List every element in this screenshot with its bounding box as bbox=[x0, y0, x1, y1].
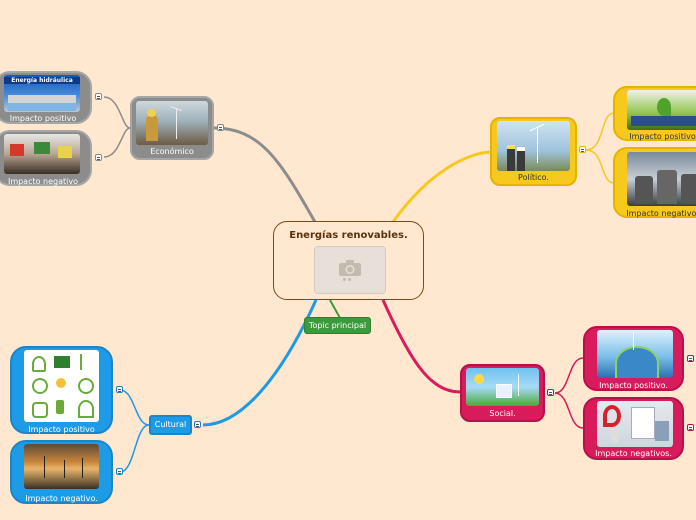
politico-label: Político. bbox=[518, 173, 549, 182]
cultural-impacto-positivo-label: Impacto positivo bbox=[28, 425, 95, 434]
politico-node[interactable]: Político. bbox=[490, 117, 577, 186]
economico-image bbox=[136, 101, 208, 145]
cultural-label: Cultural bbox=[154, 420, 187, 429]
power-plant-image bbox=[627, 152, 696, 206]
economico-impacto-positivo[interactable]: Energía hidráulica Impacto positivo bbox=[0, 71, 92, 124]
connector-social bbox=[381, 299, 461, 394]
connector-cultural bbox=[202, 299, 318, 427]
topic-principal-node[interactable]: Topic principal bbox=[304, 317, 371, 334]
politico-impacto-positivo[interactable]: Impacto positivo bbox=[613, 86, 696, 141]
collapse-icon[interactable] bbox=[217, 124, 224, 131]
wind-farm-image bbox=[24, 444, 99, 489]
social-label: Social. bbox=[489, 409, 516, 418]
politico-image bbox=[497, 121, 570, 171]
topic-principal-label: Topic principal bbox=[308, 321, 367, 330]
social-impacto-positivo-label: Impacto positivo. bbox=[599, 381, 668, 390]
impacto-positivo-label: Impacto positivo bbox=[9, 114, 77, 123]
connector-politico bbox=[391, 150, 493, 223]
globe-image bbox=[597, 330, 673, 378]
social-impacto-negativo-label: Impacto negativos. bbox=[595, 449, 672, 458]
cultural-impacto-positivo[interactable]: Impacto positivo bbox=[10, 346, 113, 434]
social-node[interactable]: Social. bbox=[460, 364, 545, 422]
hydro-image: Energía hidráulica bbox=[4, 75, 80, 112]
image-placeholder[interactable] bbox=[314, 246, 386, 294]
impacto-negativo-label: Impacto negativo bbox=[7, 177, 79, 186]
collapse-icon[interactable] bbox=[194, 421, 201, 428]
politico-impacto-negativo[interactable]: Impacto negativo. bbox=[613, 147, 696, 218]
cultural-node[interactable]: Cultural bbox=[149, 415, 192, 435]
collapse-icon[interactable] bbox=[116, 468, 123, 475]
eco-icons-image bbox=[24, 350, 99, 422]
collapse-icon[interactable] bbox=[579, 146, 586, 153]
collapse-icon[interactable] bbox=[687, 424, 694, 431]
cultural-impacto-negativo-label: Impacto negativo. bbox=[25, 494, 98, 503]
collapse-icon[interactable] bbox=[95, 154, 102, 161]
cultural-impacto-negativo[interactable]: Impacto negativo. bbox=[10, 440, 113, 504]
question-image bbox=[597, 401, 673, 447]
social-image bbox=[466, 368, 539, 406]
economico-impacto-negativo[interactable]: Impacto negativo bbox=[0, 130, 92, 186]
collapse-icon[interactable] bbox=[547, 389, 554, 396]
collapse-icon[interactable] bbox=[95, 93, 102, 100]
camera-icon bbox=[339, 260, 361, 276]
economico-node[interactable]: Económico bbox=[130, 96, 214, 160]
plant-image bbox=[627, 90, 696, 130]
collapse-icon[interactable] bbox=[687, 355, 694, 362]
social-impacto-negativo[interactable]: Impacto negativos. bbox=[583, 397, 684, 460]
central-title: Energías renovables. bbox=[289, 230, 408, 241]
central-node[interactable]: Energías renovables. bbox=[273, 221, 424, 300]
social-impacto-positivo[interactable]: Impacto positivo. bbox=[583, 326, 684, 391]
collapse-icon[interactable] bbox=[116, 386, 123, 393]
connector-economico bbox=[213, 126, 317, 223]
politico-impacto-negativo-label: Impacto negativo. bbox=[626, 209, 696, 218]
economico-label: Económico bbox=[150, 147, 194, 156]
politico-impacto-positivo-label: Impacto positivo bbox=[629, 132, 696, 141]
connector-topic bbox=[329, 299, 341, 319]
hydro-image-caption: Energía hidráulica bbox=[4, 77, 80, 84]
protest-image bbox=[4, 134, 80, 174]
